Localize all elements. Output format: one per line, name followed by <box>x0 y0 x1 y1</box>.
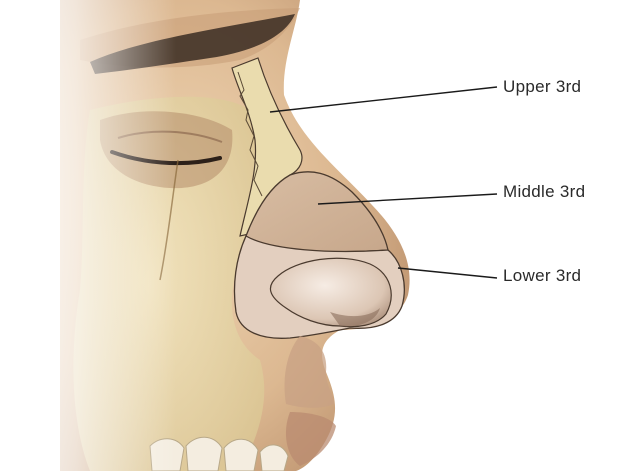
label-lower-third: Lower 3rd <box>503 266 581 286</box>
label-middle-third: Middle 3rd <box>503 182 585 202</box>
label-upper-third: Upper 3rd <box>503 77 581 97</box>
